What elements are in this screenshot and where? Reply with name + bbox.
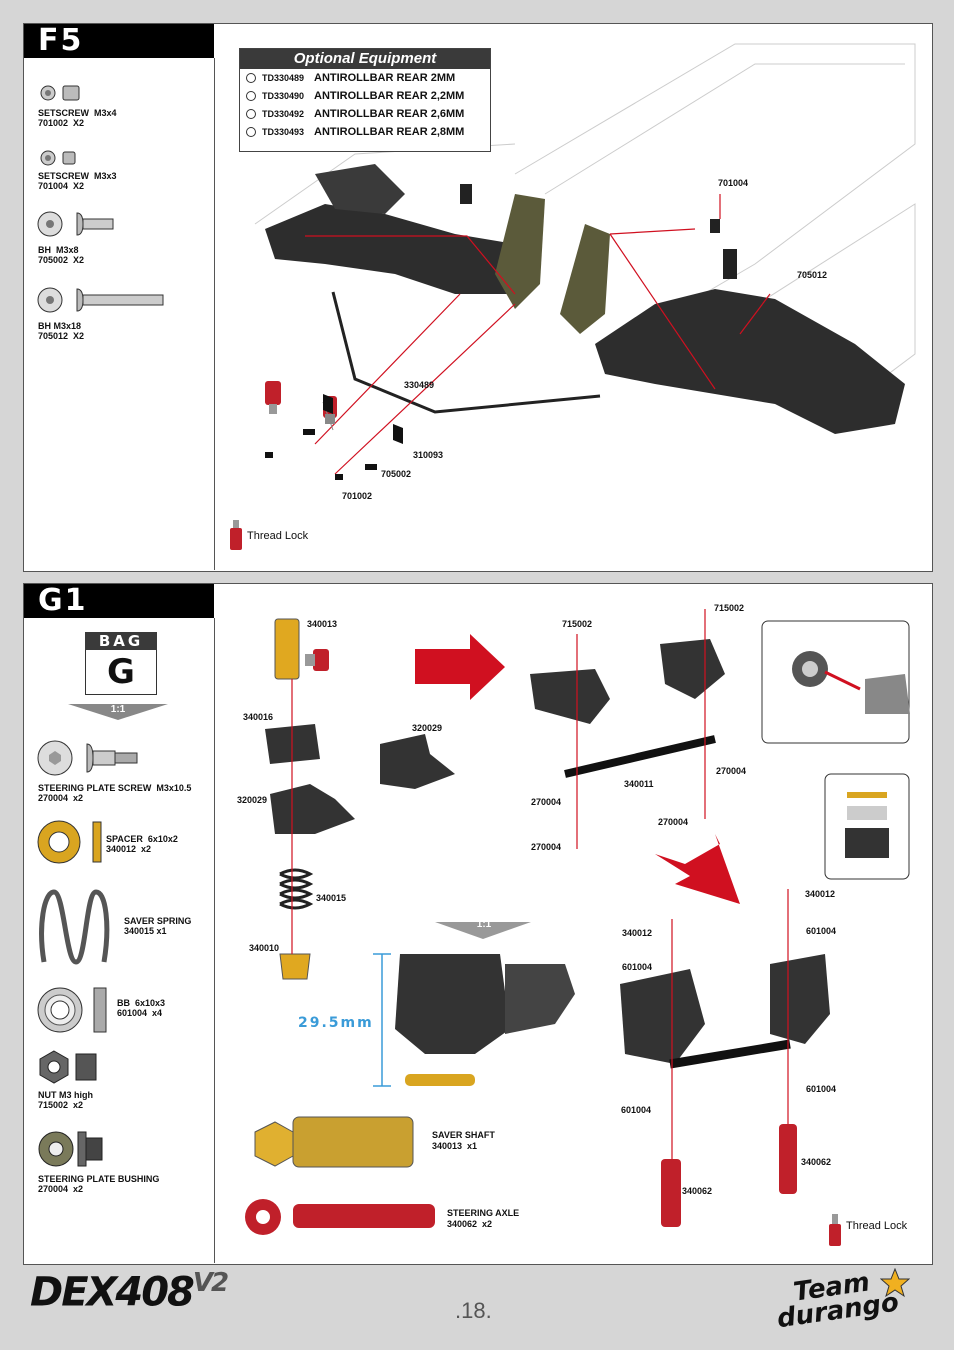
optional-code: TD330489: [262, 73, 305, 83]
radio-icon[interactable]: [246, 109, 256, 119]
callout-label: 705002: [381, 469, 412, 479]
callout-label: 310093: [413, 450, 444, 460]
part-code: 705012 X2: [38, 331, 85, 341]
steering-axle-code: 340062 x2: [447, 1219, 493, 1229]
optional-item[interactable]: TD330493 ANTIROLLBAR REAR 2,8MM: [240, 123, 490, 141]
optional-code: TD330493: [262, 127, 305, 137]
callout-label: 601004: [806, 1084, 837, 1094]
part-code: 701002 X2: [38, 118, 85, 128]
scale-badge-2: 1:1: [476, 919, 492, 930]
optional-item[interactable]: TD330492 ANTIROLLBAR REAR 2,6MM: [240, 105, 490, 123]
part-name: STEERING PLATE BUSHING: [38, 1174, 160, 1184]
callout-label: 270004: [531, 842, 562, 852]
bag-letter: G: [85, 650, 157, 695]
part-name: SAVER SPRING: [124, 916, 192, 926]
page-number: .18.: [455, 1298, 492, 1323]
callout-label: 270004: [531, 797, 562, 807]
radio-icon[interactable]: [246, 73, 256, 83]
dex408-logo: DEX408V2: [30, 1268, 229, 1316]
f5-step-header: F5: [24, 24, 214, 58]
bh-m3x8-icon: [37, 211, 114, 237]
saver-shaft-name: SAVER SHAFT: [432, 1130, 495, 1140]
callout-label: 701004: [718, 178, 749, 188]
bag-badge: BAG G: [85, 632, 157, 695]
part-name: NUT M3 high: [38, 1090, 93, 1100]
part-code: 270004 x2: [38, 793, 84, 803]
part-name: SPACER 6x10x2: [106, 834, 178, 844]
callout-label: 340010: [249, 943, 280, 953]
callout-label: 340013: [307, 619, 338, 629]
f5-exploded-diagram: [254, 43, 916, 480]
part-name: STEERING PLATE SCREW M3x10.5: [38, 783, 192, 793]
callout-label: 320029: [412, 723, 443, 733]
callout-label: 270004: [716, 766, 747, 776]
thread-lock-icon: [230, 520, 242, 550]
thread-lock-label: Thread Lock: [846, 1220, 908, 1232]
g1-exploded-diagram: [245, 609, 910, 1246]
part-code: 705002 X2: [38, 255, 85, 265]
callout-label: 340011: [624, 779, 654, 789]
callout-label: 601004: [621, 1105, 652, 1115]
callout-label: 715002: [562, 619, 593, 629]
dimension-label: 29.5mm: [298, 1015, 374, 1031]
logo-version: V2: [192, 1268, 229, 1298]
callout-label: 330489: [404, 380, 435, 390]
part-name: BB 6x10x3: [117, 998, 166, 1008]
callout-label: 701002: [342, 491, 373, 501]
setscrew-m3x4-icon: [40, 85, 80, 101]
part-name: SETSCREW M3x4: [38, 108, 117, 118]
callout-label: 601004: [806, 926, 837, 936]
callout-label: 340062: [801, 1157, 832, 1167]
part-code: 701004 X2: [38, 181, 85, 191]
part-name: BH M3x8: [38, 245, 79, 255]
optional-equipment-title: Optional Equipment: [240, 49, 490, 69]
optional-label: ANTIROLLBAR REAR 2,8MM: [314, 126, 465, 138]
callout-label: 340016: [243, 712, 274, 722]
thread-lock-legend: Thread Lock: [229, 520, 308, 552]
optional-label: ANTIROLLBAR REAR 2,2MM: [314, 90, 465, 102]
callout-label: 715002: [714, 603, 745, 613]
optional-code: TD330492: [262, 109, 305, 119]
part-name: SETSCREW M3x3: [38, 171, 117, 181]
spacer-icon: [37, 820, 102, 864]
callout-label: 601004: [622, 962, 653, 972]
steering-axle-name: STEERING AXLE: [447, 1208, 520, 1218]
callout-label: 340062: [682, 1186, 713, 1196]
optional-item[interactable]: TD330489 ANTIROLLBAR REAR 2MM: [240, 69, 490, 87]
bag-label: BAG: [85, 632, 157, 650]
f5-parts-sidebar: SETSCREW M3x4 701002 X2 SETSCREW M3x3 70…: [24, 58, 215, 570]
ball-bearing-icon: [37, 987, 107, 1033]
callout-label: 340015: [316, 893, 347, 903]
optional-code: TD330490: [262, 91, 305, 101]
logo-text: DEX408: [30, 1269, 195, 1316]
callout-label: 270004: [658, 817, 689, 827]
radio-icon[interactable]: [246, 127, 256, 137]
callout-label: 340012: [805, 889, 836, 899]
saver-spring-icon: [39, 889, 110, 965]
nut-m3-icon: [39, 1050, 97, 1084]
part-code: 340012 x2: [106, 844, 152, 854]
optional-label: ANTIROLLBAR REAR 2MM: [314, 72, 456, 84]
star-icon: [880, 1268, 910, 1298]
steering-plate-screw-icon: [37, 740, 138, 776]
optional-item[interactable]: TD330490 ANTIROLLBAR REAR 2,2MM: [240, 87, 490, 105]
setscrew-m3x3-icon: [40, 150, 76, 166]
steering-plate-bushing-icon: [38, 1131, 103, 1167]
saver-shaft-code: 340013 x1: [432, 1141, 478, 1151]
part-code: 601004 x4: [117, 1008, 163, 1018]
part-name: BH M3x18: [38, 321, 82, 331]
g1-step-header: G1: [24, 584, 214, 618]
bh-m3x18-icon: [37, 287, 164, 313]
radio-icon[interactable]: [246, 91, 256, 101]
part-code: 340015 x1: [124, 926, 167, 936]
part-code: 715002 x2: [38, 1100, 84, 1110]
thread-lock-legend-g1: Thread Lock: [846, 1220, 907, 1232]
callout-label: 705012: [797, 270, 828, 280]
callout-label: 320029: [237, 795, 268, 805]
part-code: 270004 x2: [38, 1184, 84, 1194]
optional-label: ANTIROLLBAR REAR 2,6MM: [314, 108, 465, 120]
thread-lock-label: Thread Lock: [247, 530, 309, 542]
callout-label: 340012: [622, 928, 653, 938]
